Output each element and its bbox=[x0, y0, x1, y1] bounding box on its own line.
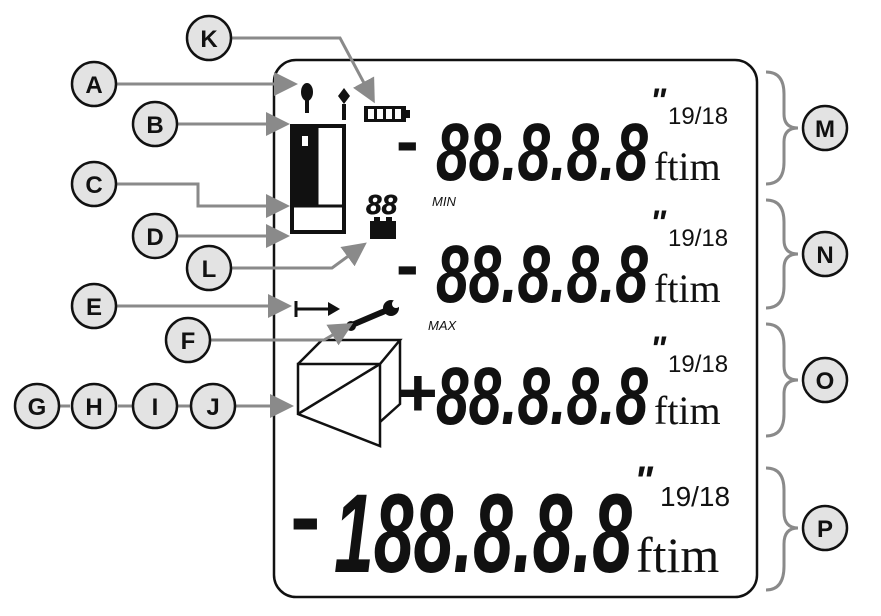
callout-letter: A bbox=[85, 72, 102, 99]
wrench-icon bbox=[346, 300, 400, 331]
row-digits: 88.8.8.8 bbox=[436, 107, 648, 198]
row-unit: ftim bbox=[654, 144, 721, 189]
callout-letter: P bbox=[817, 516, 833, 543]
row-fraction: 19/18 bbox=[668, 103, 728, 130]
callout-letter: J bbox=[206, 394, 219, 421]
row-unit: ftim bbox=[636, 527, 719, 583]
callout-j: J bbox=[189, 382, 237, 430]
callout-letter: K bbox=[200, 26, 218, 53]
callout-h: H bbox=[70, 382, 118, 430]
bracket-row-1 bbox=[765, 70, 799, 186]
battery-icon bbox=[364, 106, 410, 122]
row-inch-mark: " bbox=[650, 330, 667, 368]
range-arrow-icon bbox=[294, 301, 340, 317]
callout-d: D bbox=[131, 212, 179, 260]
callout-i: I bbox=[131, 382, 179, 430]
callout-o: O bbox=[801, 356, 849, 404]
measurement-row-1: - 88.8.8.8 " 19/18 ftim bbox=[396, 82, 728, 198]
laser-device-icon bbox=[290, 124, 346, 234]
leader-lines bbox=[60, 36, 375, 418]
row-inch-mark: " bbox=[650, 204, 667, 242]
rear-reference-icon bbox=[338, 88, 350, 120]
bracket-row-2 bbox=[765, 198, 799, 310]
callout-b: B bbox=[131, 100, 179, 148]
callout-letter: M bbox=[815, 116, 835, 143]
measurement-row-4: - 188.8.8.8 " 19/18 ftim bbox=[290, 459, 730, 596]
row-sign: + bbox=[398, 355, 438, 431]
callout-letter: F bbox=[181, 328, 196, 355]
callout-g: G bbox=[13, 382, 61, 430]
callout-c: C bbox=[70, 160, 118, 208]
row-sign: - bbox=[396, 103, 419, 179]
callout-letter: O bbox=[816, 368, 835, 395]
callout-a: A bbox=[70, 60, 118, 108]
bracket-row-4 bbox=[765, 466, 799, 592]
row-digits: 188.8.8.8 bbox=[334, 471, 632, 596]
callout-letter: N bbox=[816, 242, 833, 269]
callout-letter: I bbox=[152, 394, 159, 421]
callout-p: P bbox=[801, 504, 849, 552]
timer-icon: 88 bbox=[366, 189, 398, 239]
callout-letter: B bbox=[146, 112, 163, 139]
max-label: MAX bbox=[428, 318, 458, 333]
row-digits: 88.8.8.8 bbox=[436, 229, 648, 320]
row-fraction: 19/18 bbox=[668, 351, 728, 378]
min-label: MIN bbox=[432, 194, 456, 209]
callout-l: L bbox=[185, 244, 233, 292]
measurement-row-3: + 88.8.8.8 " 19/18 ftim bbox=[398, 330, 728, 442]
measurement-row-2: - 88.8.8.8 " 19/18 ftim bbox=[396, 204, 728, 320]
callout-letter: E bbox=[86, 294, 102, 321]
row-unit: ftim bbox=[654, 266, 721, 311]
lcd-frame bbox=[272, 58, 759, 599]
row-fraction: 19/18 bbox=[660, 481, 730, 512]
row-sign: - bbox=[290, 466, 321, 568]
row-inch-mark: " bbox=[634, 459, 654, 503]
callout-letter: G bbox=[28, 394, 47, 421]
callout-f: F bbox=[164, 316, 212, 364]
callout-k: K bbox=[185, 14, 233, 62]
row-sign: - bbox=[396, 227, 419, 303]
bracket-row-3 bbox=[765, 322, 799, 438]
callout-letter: H bbox=[85, 394, 102, 421]
row-digits: 88.8.8.8 bbox=[436, 351, 648, 442]
callout-e: E bbox=[70, 282, 118, 330]
callout-letter: C bbox=[85, 172, 102, 199]
callout-n: N bbox=[801, 230, 849, 278]
callout-letter: L bbox=[202, 256, 217, 283]
front-reference-icon bbox=[301, 83, 313, 113]
row-unit: ftim bbox=[654, 388, 721, 433]
timer-digits: 88 bbox=[366, 189, 398, 220]
row-inch-mark: " bbox=[650, 82, 667, 120]
callout-letter: D bbox=[146, 224, 163, 251]
row-fraction: 19/18 bbox=[668, 225, 728, 252]
callout-m: M bbox=[801, 104, 849, 152]
area-volume-icon bbox=[296, 338, 403, 448]
